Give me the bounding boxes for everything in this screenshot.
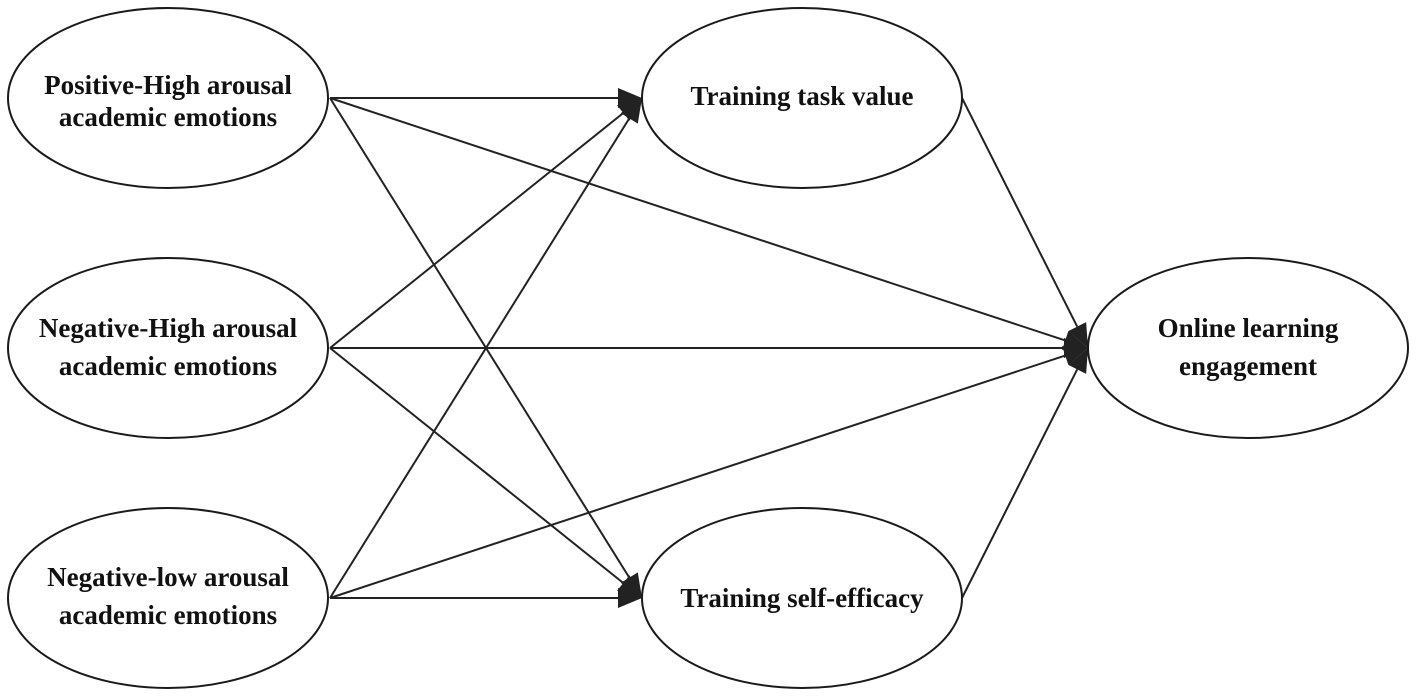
edge-phae-to-ttv xyxy=(330,88,642,108)
edge-nlae-to-tse xyxy=(330,588,642,608)
edge-line xyxy=(329,97,1066,342)
edge-nlae-to-ttv xyxy=(329,98,642,599)
edge-nlae-to-ole xyxy=(329,346,1088,599)
arrowhead-icon xyxy=(1068,348,1088,374)
edge-line xyxy=(961,368,1079,599)
edge-tse-to-ole xyxy=(961,348,1088,599)
node-ellipse xyxy=(7,257,329,439)
arrowhead-icon xyxy=(618,588,642,608)
edge-nhae-to-tse xyxy=(329,347,642,598)
edge-line xyxy=(329,117,631,599)
edges-layer xyxy=(329,88,1088,608)
arrowhead-icon xyxy=(1068,322,1088,348)
node-label-line: Training task value xyxy=(690,81,913,111)
edge-nhae-to-ole xyxy=(330,338,1088,358)
node-ellipse xyxy=(641,7,963,189)
node-ellipse xyxy=(1087,257,1409,439)
node-label-line: academic emotions xyxy=(59,600,277,630)
node-label-line: Online learning xyxy=(1158,313,1339,343)
node-ellipse xyxy=(641,507,963,689)
node-training-task-value: Training task value xyxy=(641,7,963,189)
node-label-line: academic emotions xyxy=(59,102,277,132)
node-label-line: academic emotions xyxy=(59,351,277,381)
edge-line xyxy=(329,97,631,579)
node-positive-high-arousal: Positive-High arousal academic emotions xyxy=(7,7,329,189)
arrowhead-icon xyxy=(1062,346,1088,366)
node-label-line: Negative-low arousal xyxy=(47,562,289,592)
node-ellipse xyxy=(7,7,329,189)
edge-ttv-to-ole xyxy=(961,97,1088,348)
edge-line xyxy=(329,112,624,349)
arrowhead-icon xyxy=(618,88,642,108)
node-negative-low-arousal: Negative-low arousal academic emotions xyxy=(7,507,329,689)
node-negative-high-arousal: Negative-High arousal academic emotions xyxy=(7,257,329,439)
node-label-line: Negative-High arousal xyxy=(39,313,298,343)
node-ellipse xyxy=(7,507,329,689)
node-training-self-efficacy: Training self-efficacy xyxy=(641,507,963,689)
edge-line xyxy=(329,347,624,584)
edge-line xyxy=(329,354,1066,599)
node-label-line: engagement xyxy=(1179,351,1317,381)
node-label-line: Positive-High arousal xyxy=(44,70,292,100)
nodes-layer: Positive-High arousal academic emotions … xyxy=(7,7,1409,689)
arrowhead-icon xyxy=(620,98,642,124)
edge-line xyxy=(961,97,1079,328)
edge-nhae-to-ttv xyxy=(329,98,642,349)
node-online-learning-engagement: Online learning engagement xyxy=(1087,257,1409,439)
node-label-line: Training self-efficacy xyxy=(680,583,924,613)
